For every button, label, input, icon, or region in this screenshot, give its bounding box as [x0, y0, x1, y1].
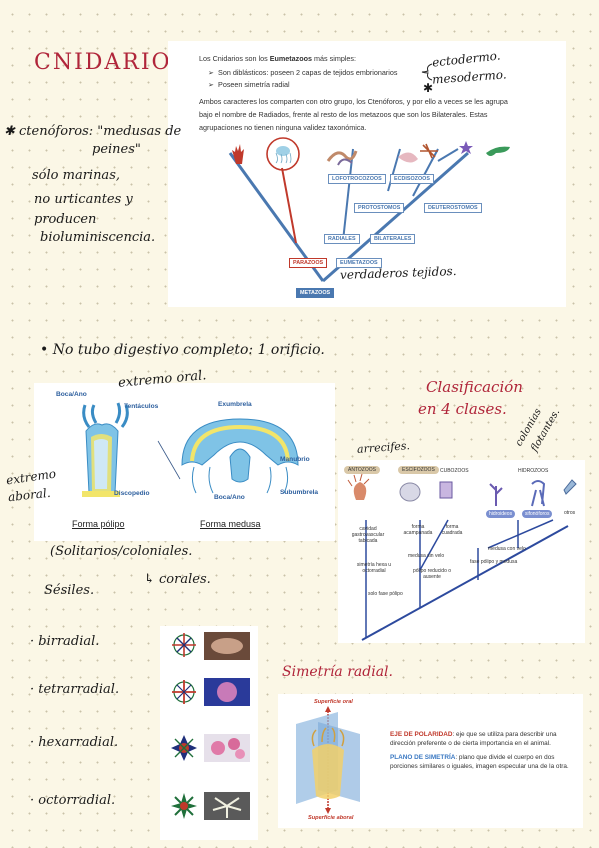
hydroid-icon	[489, 483, 503, 506]
note-ctenoforos-3: sólo marinas,	[32, 168, 120, 183]
brace-mark	[421, 63, 433, 81]
note-simetria-radial: Simetría radial.	[282, 664, 393, 680]
tree-label-metazoos: METAZOOS	[296, 288, 335, 298]
trait-medusa-con-velo: medusa con velo	[488, 546, 526, 552]
label-superficie-aboral: Superficie aboral	[308, 815, 354, 821]
intro-card: Los Cnidarios son los Eumetazoos más sim…	[168, 41, 566, 307]
class-hidrozoos: HIDROZOOS	[518, 468, 549, 474]
note-corales: ↳ corales.	[144, 572, 211, 587]
note-ctenoforos-2: peines"	[92, 142, 141, 157]
trait-solo-fase-polipo: solo fase pólipo	[368, 591, 403, 597]
tree-branch-red	[281, 167, 297, 244]
note-sesiles: Sésiles.	[44, 583, 95, 598]
intro-para-2: bajo el nombre de Radiados, frente al re…	[199, 110, 488, 119]
label-tentaculos: Tentáculos	[124, 403, 159, 410]
note-asterisk: ✱	[423, 81, 434, 95]
hexarradial-diagram	[171, 735, 197, 761]
note-ctenoforos-1: ✱ ctenóforos: "medusas de	[4, 124, 182, 139]
label-subumbrela: Subumbrela	[280, 489, 319, 496]
birradial-diagram	[172, 633, 196, 657]
note-ctenoforos-4: no urticantes y	[34, 192, 133, 207]
tree-label-protostomos: PROTOSTOMOS	[354, 203, 405, 213]
phylogeny-tree	[228, 137, 510, 283]
note-ctenoforos-6: bioluminiscencia.	[40, 230, 156, 245]
note-clasificacion-1: Clasificación	[426, 378, 523, 396]
label-manubrio: Manubrio	[280, 456, 310, 463]
jellyfish-icon	[276, 146, 290, 156]
class-cubozoos: CUBOZOOS	[440, 468, 469, 474]
note-hexarradial: · hexarradial.	[30, 735, 119, 750]
worm-icon	[337, 158, 353, 166]
tree-branch	[342, 148, 354, 242]
classification-card: ANTOZOOS ESCIFOZOOS CUBOZOOS HIDROZOOS h…	[338, 460, 585, 643]
label-boca-ano-polyp: Boca/Ano	[56, 391, 87, 398]
tree-label-eumetazoos: EUMETAZOOS	[336, 258, 382, 268]
starfish-icon	[459, 141, 473, 154]
bullet-simetria: ➢ Poseen simetría radial	[208, 80, 290, 89]
siphonophore-icon	[531, 480, 546, 507]
note-arrecifes: arrecifes.	[356, 439, 411, 456]
plano-simetria-text: PLANO DE SIMETRÍA: plano que divide el c…	[390, 754, 569, 770]
cubozoa-icon	[439, 481, 453, 499]
tree-label-deuterostomos: DEUTEROSTOMOS	[424, 203, 482, 213]
intro-para-1: Ambos caracteres los comparten con otro …	[199, 97, 508, 106]
subclass-sifonoforos: sifonóforos	[522, 510, 553, 518]
note-tetrarradial: · tetrarradial.	[30, 682, 120, 697]
symmetry-card: Superficie oral Superficie aboral EJE DE…	[278, 694, 583, 828]
tree-label-bilaterales: BILATERALES	[370, 234, 416, 244]
class-antozoos: ANTOZOOS	[344, 466, 380, 474]
classification-tree	[347, 473, 577, 641]
symmetry-diagrams	[171, 632, 250, 820]
label-boca-ano-medusa: Boca/Ano	[214, 494, 245, 501]
anemone-icon	[353, 482, 367, 500]
note-solitarios: (Solitarios/coloniales.	[50, 544, 193, 559]
tree-label-ecdisozoos: ECDISOZOOS	[390, 174, 434, 184]
symmetry-axis-diagram	[296, 706, 360, 814]
intro-para-3: agrupaciones no tienen ninguna validez t…	[199, 123, 367, 132]
trait-forma-acampanada: forma acampanada	[403, 524, 433, 536]
subclass-otros: otros	[564, 510, 576, 516]
highlight-circle	[266, 137, 300, 171]
worm-icon	[326, 150, 358, 162]
bullet-diblasticos: ➢ Son diblásticos: poseen 2 capas de tej…	[208, 68, 398, 77]
intro-line: Los Cnidarios son los Eumetazoos más sim…	[199, 54, 356, 63]
eje-polaridad-text: EJE DE POLARIDAD: eje que se utiliza par…	[390, 731, 557, 747]
tree-label-radiales: RADIALES	[324, 234, 360, 244]
tree-label-lofotrocozoos: LOFOTROCOZOOS	[328, 174, 386, 184]
trait-fase-polipo-medusa: fase pólipo y medusa	[470, 559, 518, 565]
label-forma-medusa: Forma medusa	[200, 519, 261, 529]
note-clasificacion-2: en 4 clases.	[418, 400, 507, 418]
class-escifozoos: ESCIFOZOOS	[398, 466, 439, 474]
scyphozoa-icon	[399, 482, 421, 502]
tetrarradial-diagram	[172, 680, 196, 704]
note-no-tubo: • No tubo digestivo completo: 1 orificio…	[40, 342, 325, 358]
other-hydrozoa-icon	[563, 479, 577, 495]
worm-icon	[398, 152, 418, 163]
note-octorradial: · octorradial.	[30, 793, 116, 808]
label-superficie-oral: Superficie oral	[314, 699, 353, 705]
polyp-medusa-illustration	[82, 402, 299, 497]
trait-medusa-sin-velo: medusa sin velo	[408, 553, 445, 559]
insect-icon	[420, 143, 438, 159]
note-ctenoforos-5: producen	[34, 212, 97, 227]
note-birradial: · birradial.	[30, 634, 100, 649]
octorradial-diagram	[171, 793, 197, 819]
label-exumbrela: Exumbrela	[218, 401, 252, 408]
polyp-medusa-card: Boca/Ano Tentáculos Exumbrela Manubrio D…	[34, 383, 335, 541]
sponge-icon	[232, 144, 244, 164]
label-forma-polipo: Forma pólipo	[72, 519, 125, 529]
label-discopedio: Discopedio	[114, 490, 150, 497]
trait-cavidad: cavidad gastrovascular tabicada	[351, 526, 385, 544]
polyp-illustration	[312, 744, 344, 799]
symmetry-images-card	[160, 626, 258, 840]
lizard-icon	[486, 146, 510, 156]
subclass-hidroideos: hidroideos	[486, 510, 516, 518]
tree-label-parazoos: PARAZOOS	[289, 258, 328, 268]
tree-branch	[387, 148, 401, 192]
trait-forma-cuadrada: forma cuadrada	[441, 524, 463, 536]
trait-simetria-hexa: simetría hexa u octorradial	[356, 562, 392, 574]
tree-branch	[437, 148, 459, 162]
trait-polipo-reducido: pólipo reducido o ausente	[412, 568, 452, 580]
